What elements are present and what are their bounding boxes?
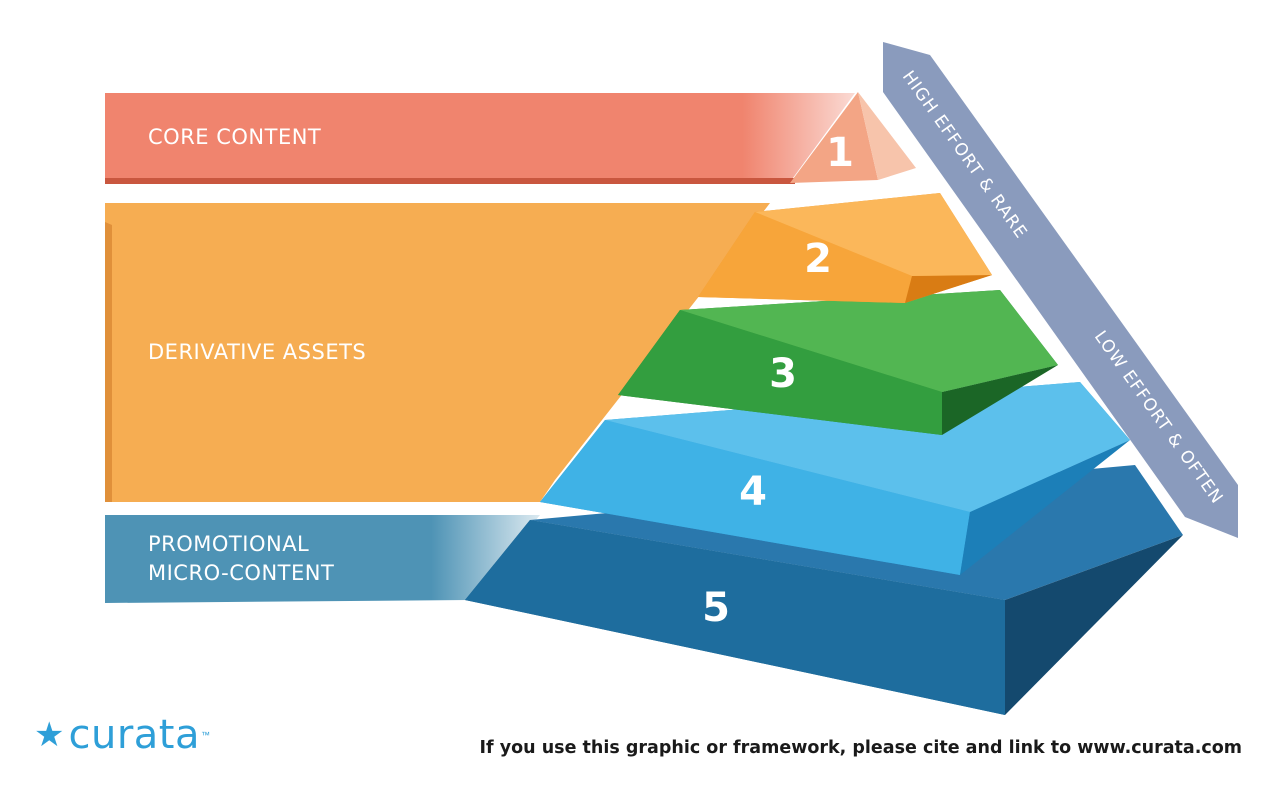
pyramid-tier-1: 1 <box>790 92 916 183</box>
band-derivative-assets: DERIVATIVE ASSETS <box>105 203 770 502</box>
band-promotional-label-line-2: MICRO-CONTENT <box>148 561 334 585</box>
tier-3-number: 3 <box>769 351 797 397</box>
pyramid-tier-3: 3 <box>618 290 1058 435</box>
band-core-content-label: CORE CONTENT <box>148 125 321 149</box>
trademark-symbol: ™ <box>200 730 210 740</box>
pyramid-tier-2: 2 <box>698 193 992 303</box>
pyramid-tier-4: 4 <box>540 382 1130 575</box>
citation-text: If you use this graphic or framework, pl… <box>479 738 1242 758</box>
tier-1-number: 1 <box>826 130 854 176</box>
tier-4-number: 4 <box>739 469 767 515</box>
band-core-content: CORE CONTENT <box>105 93 855 184</box>
star-icon: ★ <box>34 715 65 755</box>
band-derivative-assets-label: DERIVATIVE ASSETS <box>148 340 366 364</box>
tier-2-number: 2 <box>804 236 832 282</box>
curata-logo: ★ curata ™ <box>34 712 210 758</box>
tier-5-number: 5 <box>702 585 730 631</box>
band-promotional-label-line-1: PROMOTIONAL <box>148 532 309 556</box>
band-promotional-micro-content: PROMOTIONAL MICRO-CONTENT <box>105 515 540 603</box>
curata-logo-wordmark: curata <box>68 712 200 758</box>
